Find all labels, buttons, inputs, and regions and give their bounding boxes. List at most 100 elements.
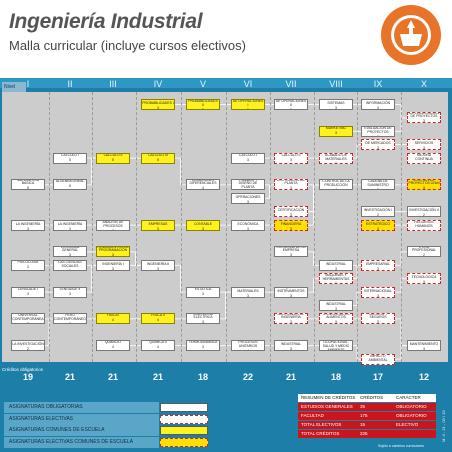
column-header: II	[67, 79, 73, 89]
course-name: GESTIÓN DE SERVICIOS	[413, 139, 435, 146]
course-box[interactable]: INVESTIGACIÓN DE OPERACIONES I3	[231, 99, 265, 110]
column-separator	[91, 92, 93, 362]
course-box[interactable]: SEGURIDAD INDUSTRIAL, OCUPACIONAL, SALUD…	[319, 340, 353, 352]
course-name: CÁLCULO I	[239, 152, 257, 157]
course-name: QUÍMICA II	[149, 340, 167, 345]
course-name: TERMODINÁMICA	[188, 340, 218, 345]
course-name: GESTIÓN DE PROYECTOS LEAN	[408, 179, 440, 186]
course-name: INTRODUCCIÓN A LA INGENIERÍA	[55, 219, 85, 226]
course-credits: 3	[27, 226, 29, 231]
course-box[interactable]: ESTUDIO DEL TRABAJO Y DISEÑO DE PLANTA4	[231, 179, 265, 191]
column-credits: 19	[22, 372, 33, 382]
course-name: PLANEAMIENTO ESTRATÉGICO	[364, 219, 392, 226]
course-name: PROYECTOS DE MEJORA CONTINUA	[415, 152, 433, 161]
course-credits: 2	[423, 213, 425, 218]
course-name: CÁLCULO I	[61, 152, 79, 157]
legend-swatch	[160, 426, 208, 435]
legend-swatch	[160, 403, 208, 412]
legend-label: ASIGNATURAS ELECTIVAS	[4, 413, 159, 425]
course-name: INVESTIGACIÓN DE OPERACIONES I	[232, 99, 264, 107]
course-name: OPERACIONES Y PROCESOS UNITARIOS	[238, 340, 258, 349]
course-name: CÁLCULO II	[103, 152, 123, 157]
course-credits: 5	[69, 157, 71, 162]
page-subtitle: Malla curricular (incluye cursos electiv…	[9, 38, 246, 53]
course-box[interactable]: INVESTIGACIÓN DE OPERACIONES II3	[274, 99, 308, 110]
course-box[interactable]: ESTADÍSTICA Y PROBABILIDADES II3	[186, 99, 220, 110]
course-name: NORMALIZACIÓN Y CERTIFICACIÓN	[275, 206, 307, 213]
course-name: INVESTIGACIÓN DE MERCADOS	[364, 139, 392, 146]
